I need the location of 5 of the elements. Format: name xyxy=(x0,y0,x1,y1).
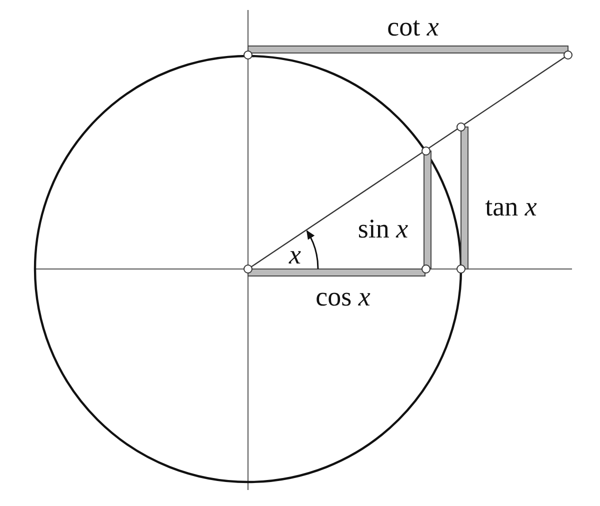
tangent-label: tan x xyxy=(485,194,537,220)
cotangent-label: cot x xyxy=(387,14,439,40)
sine-label: sin x xyxy=(358,216,408,242)
cosine-label: cos x xyxy=(316,284,370,310)
angle-label: x xyxy=(289,242,301,268)
